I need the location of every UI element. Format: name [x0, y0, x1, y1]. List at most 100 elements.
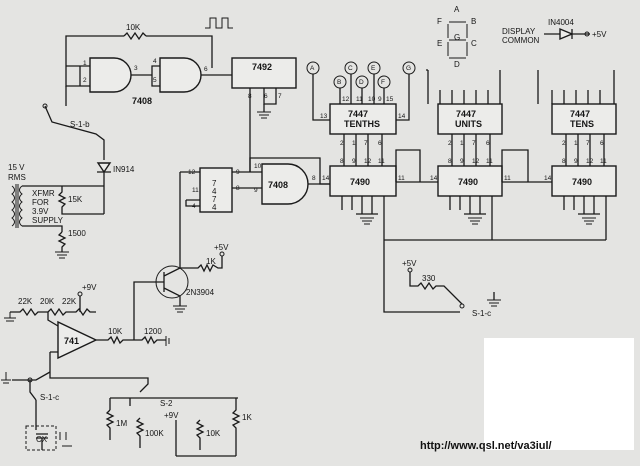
svg-text:2: 2	[448, 140, 452, 147]
svg-text:12: 12	[342, 96, 350, 103]
display-common-label-1: DISPLAY	[502, 27, 536, 36]
ground-icon	[4, 312, 16, 322]
switch-s2-label: S-2	[160, 399, 173, 408]
segment-c-label: C	[471, 39, 477, 48]
decoder-units-label-1: 7447	[456, 109, 476, 119]
circle-e-label: E	[371, 65, 376, 72]
svg-text:6: 6	[378, 140, 382, 147]
svg-text:11: 11	[398, 175, 405, 182]
svg-text:11: 11	[192, 187, 199, 194]
ground-icon	[582, 217, 596, 225]
svg-text:9: 9	[574, 158, 578, 165]
ic-7492	[231, 57, 297, 89]
svg-text:14: 14	[544, 175, 552, 182]
display-common-label-2: COMMON	[502, 36, 540, 45]
svg-text:9: 9	[352, 158, 356, 165]
ic-7474-label-a: 7	[212, 179, 217, 188]
xfmr-label-2: FOR	[32, 198, 49, 207]
decoder-tens-label-1: 7447	[570, 109, 590, 119]
segment-d-label: D	[454, 60, 460, 69]
xfmr-label-4: SUPPLY	[32, 216, 64, 225]
transistor-2n3904-label: 2N3904	[186, 288, 215, 297]
xfmr-label-1: XFMR	[32, 189, 55, 198]
svg-text:10: 10	[254, 163, 262, 170]
svg-text:6: 6	[204, 66, 208, 73]
ic-7474-label-c: 7	[212, 195, 217, 204]
diode-1n914-label: IN914	[113, 165, 135, 174]
svg-text:6: 6	[600, 140, 604, 147]
switch-s1c-left-section: S-1-c CX	[1, 371, 72, 451]
svg-text:11: 11	[504, 175, 511, 182]
ground-icon	[55, 251, 69, 259]
segment-e-label: E	[437, 39, 442, 48]
svg-text:11: 11	[600, 158, 607, 165]
switch-s1b-section: S-1-b IN914	[42, 103, 135, 186]
resistor-1200-label: 1200	[144, 327, 162, 336]
source-15v-label: 15 V	[8, 163, 25, 172]
decoder-7447-units	[437, 103, 503, 135]
decoder-7447-tens	[551, 103, 617, 135]
svg-text:7: 7	[364, 140, 368, 147]
counter-7490-3	[551, 165, 617, 197]
square-wave-icon	[205, 17, 233, 29]
diode-1n914-icon	[96, 162, 112, 174]
segment-legend: A B C D E F G DISPLAY COMMON IN4004 +5V	[437, 5, 607, 69]
resistor-20k-label: 20K	[40, 297, 55, 306]
blank-label-area	[484, 338, 634, 450]
resistor-10k-s2-label: 10K	[206, 429, 221, 438]
ic-7474-label-b: 4	[212, 187, 217, 196]
switch-s1b-label: S-1-b	[70, 120, 90, 129]
svg-text:11: 11	[378, 158, 385, 165]
vcc-9v-op-label: +9V	[82, 283, 97, 292]
and-gate-2	[159, 57, 202, 93]
svg-text:5: 5	[153, 77, 157, 84]
segment-a-label: A	[454, 5, 460, 14]
circle-d-label: D	[359, 79, 364, 86]
resistor-1500-label: 1500	[68, 229, 86, 238]
resistor-100k-label: 100K	[145, 429, 164, 438]
resistor-22k-a-label: 22K	[18, 297, 33, 306]
resistor-330-label: 330	[422, 274, 436, 283]
vcc-5v-q-label: +5V	[214, 243, 229, 252]
svg-text:12: 12	[472, 158, 480, 165]
vcc-5v-s1c-label: +5V	[402, 259, 417, 268]
svg-text:15: 15	[386, 96, 394, 103]
transistor-section: 1K +5V 2N3904	[133, 243, 229, 340]
circle-g-label: G	[406, 65, 411, 72]
decoder-tenths-label-1: 7447	[348, 109, 368, 119]
ground-icon	[487, 299, 501, 307]
svg-text:9: 9	[378, 96, 382, 103]
svg-text:13: 13	[320, 113, 328, 120]
circle-b-label: B	[337, 79, 341, 86]
vcc-5v-display-label: +5V	[592, 30, 607, 39]
svg-text:10: 10	[368, 96, 376, 103]
segment-circles: A B C D E F G	[306, 61, 416, 121]
resistor-15k-label: 15K	[68, 195, 83, 204]
transformer-coil-icon	[11, 184, 23, 228]
counter-7490-2	[437, 165, 503, 197]
svg-text:8: 8	[448, 158, 452, 165]
resistor-1k-q-label: 1K	[206, 257, 216, 266]
ground-icon	[59, 432, 72, 447]
svg-text:12: 12	[364, 158, 372, 165]
svg-text:8: 8	[312, 175, 316, 182]
decoder-7447-tenths	[329, 103, 397, 135]
svg-text:1: 1	[460, 140, 464, 147]
ground-icon	[468, 217, 482, 225]
counter-2-label: 7490	[458, 177, 478, 187]
ground-icon	[360, 217, 374, 225]
vcc-9v-s2-label: +9V	[164, 411, 179, 420]
segment-b-label: B	[471, 17, 476, 26]
circle-f-label: F	[381, 79, 385, 86]
counter-3-label: 7490	[572, 177, 592, 187]
ground-icon	[1, 372, 11, 384]
opamp-741	[57, 320, 98, 360]
resistor-1m-label: 1M	[116, 419, 127, 428]
counter-7490-1	[329, 165, 397, 197]
ground-icon	[173, 305, 187, 313]
svg-text:12: 12	[586, 158, 594, 165]
